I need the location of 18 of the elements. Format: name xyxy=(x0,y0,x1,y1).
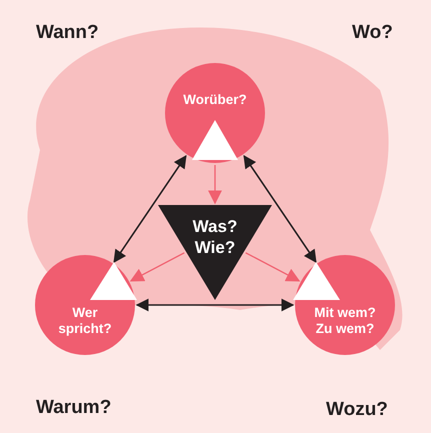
corner-question: Wo? xyxy=(352,22,393,44)
arrow xyxy=(208,165,222,204)
arrow xyxy=(130,252,185,282)
corner-question: Wann? xyxy=(36,22,99,44)
question-circle xyxy=(35,255,135,355)
arrow xyxy=(245,252,300,282)
question-circle xyxy=(165,63,265,163)
question-triangle xyxy=(158,205,272,300)
corner-question: Wozu? xyxy=(326,399,388,421)
arrow xyxy=(113,154,187,264)
question-circle xyxy=(295,255,395,355)
corner-question: Warum? xyxy=(36,397,112,419)
arrow xyxy=(243,154,317,264)
node-label: Was? Wie? xyxy=(192,216,238,258)
arrow xyxy=(136,298,294,312)
node-label: Wer spricht? xyxy=(57,305,113,337)
node-label: Worüber? xyxy=(182,92,248,108)
node-label: Mit wem? Zu wem? xyxy=(313,305,377,337)
